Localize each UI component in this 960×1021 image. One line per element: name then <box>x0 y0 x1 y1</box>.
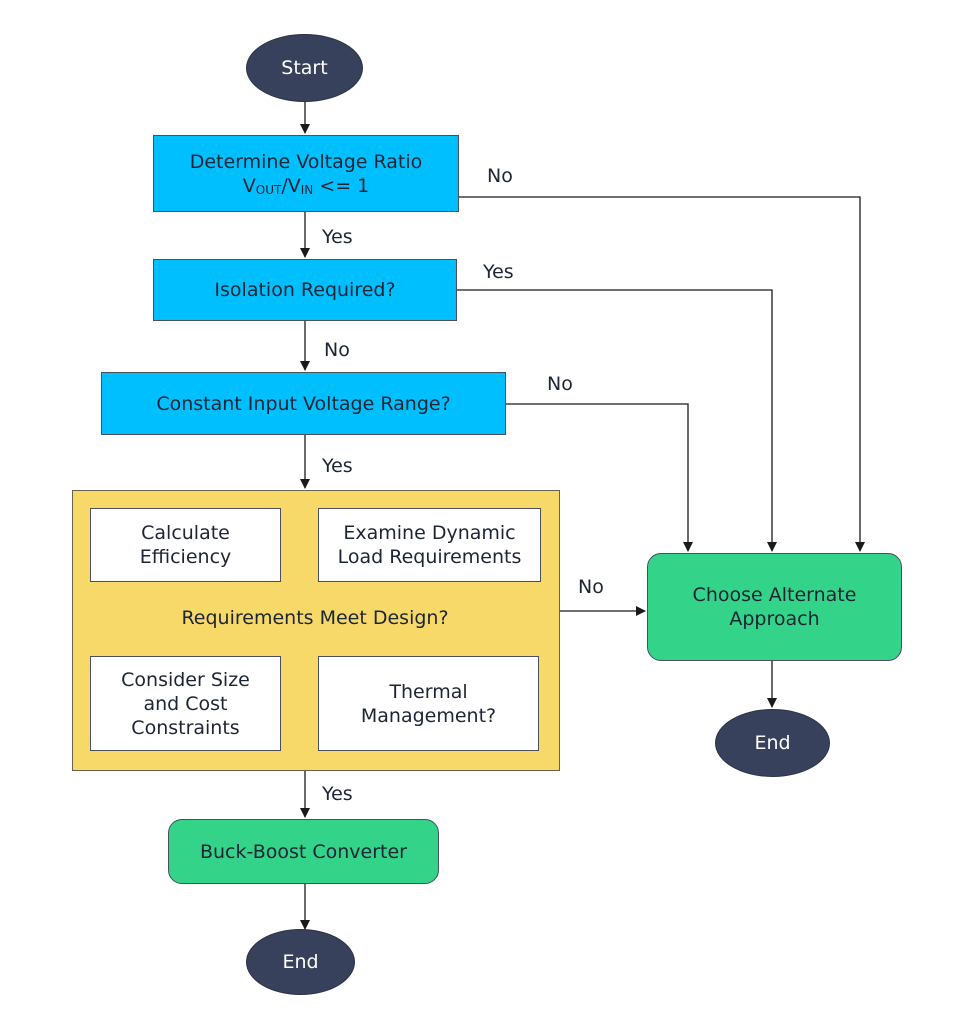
alternate-approach-result[interactable]: Choose Alternate Approach <box>647 553 902 661</box>
dynamic-load-label: Examine Dynamic Load Requirements <box>337 522 522 568</box>
edge-label-requirements-yes: Yes <box>322 783 353 805</box>
edge-label-requirements-no: No <box>578 576 604 598</box>
edge-constant-alternate <box>506 403 693 552</box>
thermal-box[interactable]: Thermal Management? <box>318 656 539 751</box>
end-terminal-right[interactable]: End <box>715 709 830 777</box>
end-right-label: End <box>754 732 791 754</box>
edge-label-isolation-no: No <box>324 339 350 361</box>
ratio-vout-sub: OUT <box>255 182 282 197</box>
voltage-ratio-decision[interactable]: Determine Voltage Ratio VOUT/VIN <= 1 <box>153 135 459 212</box>
edge-label-ratio-yes: Yes <box>322 226 353 248</box>
edge-label-constant-no: No <box>547 373 573 395</box>
edge-isolation-alternate <box>457 289 777 552</box>
ratio-vin: V <box>287 174 301 197</box>
end-terminal-left[interactable]: End <box>246 929 355 995</box>
start-terminal[interactable]: Start <box>246 34 363 102</box>
edge-label-ratio-no: No <box>487 165 513 187</box>
constant-voltage-decision[interactable]: Constant Input Voltage Range? <box>101 372 506 435</box>
buck-boost-result[interactable]: Buck-Boost Converter <box>168 819 439 884</box>
ratio-vout: V <box>242 174 256 197</box>
dynamic-load-box[interactable]: Examine Dynamic Load Requirements <box>318 508 541 582</box>
constant-voltage-label: Constant Input Voltage Range? <box>156 392 451 415</box>
calculate-efficiency-label: Calculate Efficiency <box>139 522 232 568</box>
buck-boost-label: Buck-Boost Converter <box>199 840 407 863</box>
ratio-slash: / <box>281 174 288 197</box>
ratio-comparison: <= 1 <box>313 174 370 197</box>
isolation-decision[interactable]: Isolation Required? <box>153 259 457 321</box>
start-label: Start <box>281 57 328 79</box>
size-cost-label: Consider Size and Cost Constraints <box>121 668 250 739</box>
calculate-efficiency-box[interactable]: Calculate Efficiency <box>90 508 281 582</box>
edge-label-isolation-yes: Yes <box>483 261 514 283</box>
end-left-label: End <box>282 951 319 973</box>
thermal-label: Thermal Management? <box>360 680 497 727</box>
voltage-ratio-formula: VOUT/VIN <= 1 <box>243 174 370 198</box>
ratio-vin-sub: IN <box>300 182 314 197</box>
edge-ratio-alternate <box>459 196 865 552</box>
alternate-approach-label: Choose Alternate Approach <box>692 584 857 630</box>
edge-label-constant-yes: Yes <box>322 455 353 477</box>
voltage-ratio-title: Determine Voltage Ratio <box>189 150 423 173</box>
isolation-label: Isolation Required? <box>214 279 396 301</box>
requirements-decision[interactable]: Requirements Meet Design? <box>90 600 540 636</box>
size-cost-box[interactable]: Consider Size and Cost Constraints <box>90 656 281 751</box>
requirements-label: Requirements Meet Design? <box>181 607 449 629</box>
